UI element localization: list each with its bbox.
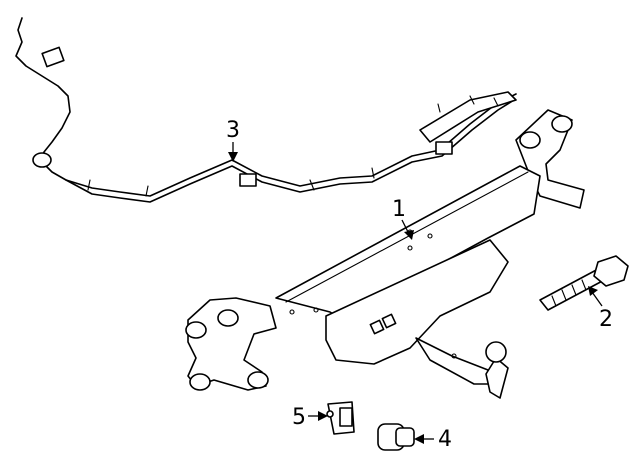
harness-connector [41, 46, 65, 68]
tow-ball [485, 341, 507, 363]
bolt-head [593, 255, 629, 287]
callout-label-2: 2 [599, 307, 613, 332]
harness-bracket [419, 91, 517, 143]
wiring-harness [15, 17, 517, 203]
callout-label-1: 1 [392, 197, 406, 222]
hitch-assembly [185, 109, 585, 399]
bushing [377, 423, 415, 451]
harness-clip [239, 173, 257, 187]
harness-plug [435, 141, 453, 155]
receiver-housing [325, 239, 509, 365]
callout-label-4: 4 [438, 427, 452, 452]
callout-1: 1 [392, 197, 414, 240]
tow-ball-arm [415, 337, 495, 385]
bolt [539, 255, 629, 311]
clip-nut [326, 401, 355, 435]
callout-2: 2 [588, 286, 613, 332]
callout-label-5: 5 [292, 405, 306, 430]
callout-5: 5 [292, 405, 328, 430]
callout-3: 3 [226, 118, 240, 162]
callout-4: 4 [414, 427, 452, 452]
callout-label-3: 3 [226, 118, 240, 143]
harness-grommet [32, 152, 52, 168]
